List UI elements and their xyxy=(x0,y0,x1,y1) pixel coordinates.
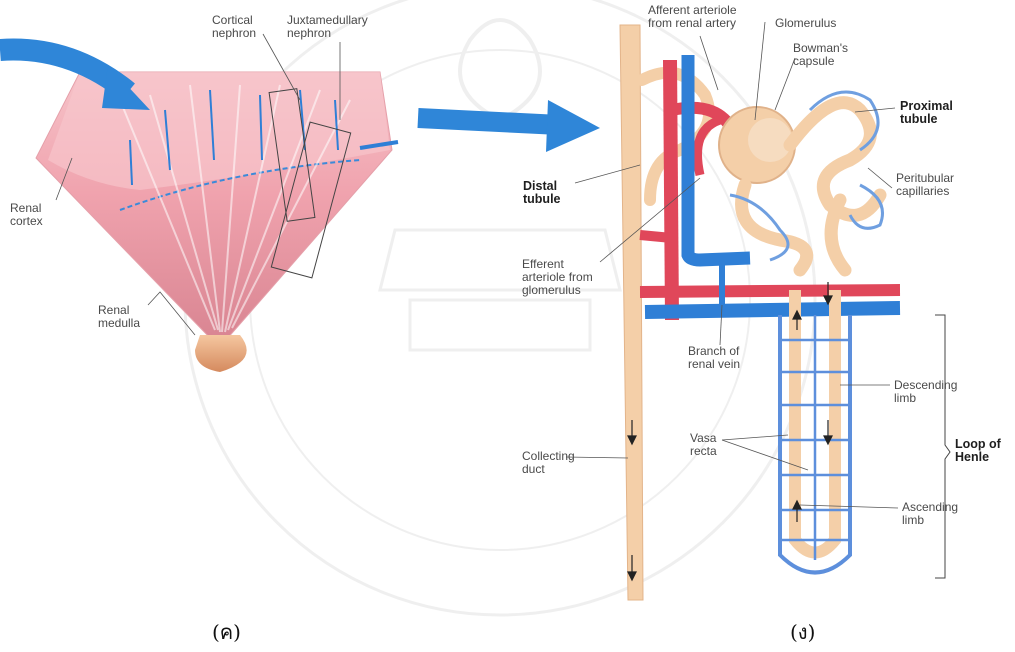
label-peritubular-capillaries: Peritubular capillaries xyxy=(896,172,954,198)
label-renal-medulla: Renal medulla xyxy=(98,304,140,330)
label-bowmans-capsule: Bowman's capsule xyxy=(793,42,848,68)
label-renal-cortex: Renal cortex xyxy=(10,202,43,228)
label-proximal-tubule: Proximal tubule xyxy=(900,100,953,126)
label-collecting-duct: Collecting duct xyxy=(522,450,575,476)
caption-left: (ค) xyxy=(212,616,241,648)
label-distal-tubule: Distal tubule xyxy=(523,180,561,206)
caption-right: (ง) xyxy=(790,616,815,648)
label-efferent-arteriole: Efferent arteriole from glomerulus xyxy=(522,258,593,297)
label-juxtamedullary-nephron: Juxtamedullary nephron xyxy=(287,14,368,40)
label-afferent-arteriole: Afferent arteriole from renal artery xyxy=(648,4,737,30)
label-branch-renal-vein: Branch of renal vein xyxy=(688,345,740,371)
label-loop-of-henle: Loop of Henle xyxy=(955,438,1001,464)
renal-wedge xyxy=(36,72,398,372)
label-descending-limb: Descending limb xyxy=(894,379,957,405)
label-glomerulus: Glomerulus xyxy=(775,17,836,30)
label-vasa-recta: Vasa recta xyxy=(690,432,717,458)
label-ascending-limb: Ascending limb xyxy=(902,501,958,527)
henle-brace xyxy=(935,315,950,578)
label-cortical-nephron: Cortical nephron xyxy=(212,14,256,40)
nephron-diagram xyxy=(620,25,900,600)
pointer-arrow-right xyxy=(418,118,560,125)
